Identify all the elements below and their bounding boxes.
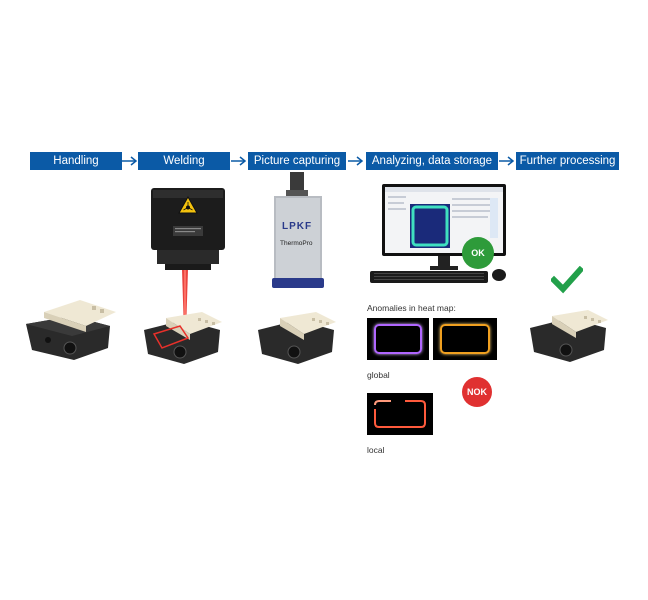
- camera-model: ThermoPro: [280, 240, 313, 247]
- computer-monitor: [382, 184, 506, 270]
- global-label: global: [367, 370, 390, 380]
- heatmap-global-orange: [433, 318, 497, 360]
- arrow-icon: [348, 156, 364, 166]
- checkmark-icon: [551, 266, 583, 294]
- laser-warning-icon: [178, 196, 198, 214]
- component-housing-capturing: [258, 312, 336, 364]
- step-further-processing: Further processing: [516, 152, 619, 170]
- step-welding: Welding: [138, 152, 230, 170]
- step-handling: Handling: [30, 152, 122, 170]
- step-analyzing-data-storage: Analyzing, data storage: [366, 152, 498, 170]
- mouse: [492, 269, 506, 281]
- arrow-icon: [122, 156, 138, 166]
- anomalies-label: Anomalies in heat map:: [367, 303, 456, 313]
- thermal-camera: [272, 172, 324, 288]
- component-housing-finished: [530, 310, 608, 362]
- heatmap-local: [367, 393, 433, 435]
- arrow-icon: [499, 156, 515, 166]
- nok-badge: NOK: [462, 377, 492, 407]
- heatmap-global-purple: [367, 318, 429, 360]
- component-housing-welding: [144, 312, 222, 364]
- camera-brand: LPKF: [282, 221, 313, 232]
- step-picture-capturing: Picture capturing: [248, 152, 346, 170]
- keyboard: [370, 271, 488, 283]
- arrow-icon: [231, 156, 247, 166]
- local-label: local: [367, 445, 385, 455]
- component-housing-handling: [26, 300, 116, 360]
- laser-welding-head: [151, 188, 225, 270]
- ok-badge: OK: [462, 237, 494, 269]
